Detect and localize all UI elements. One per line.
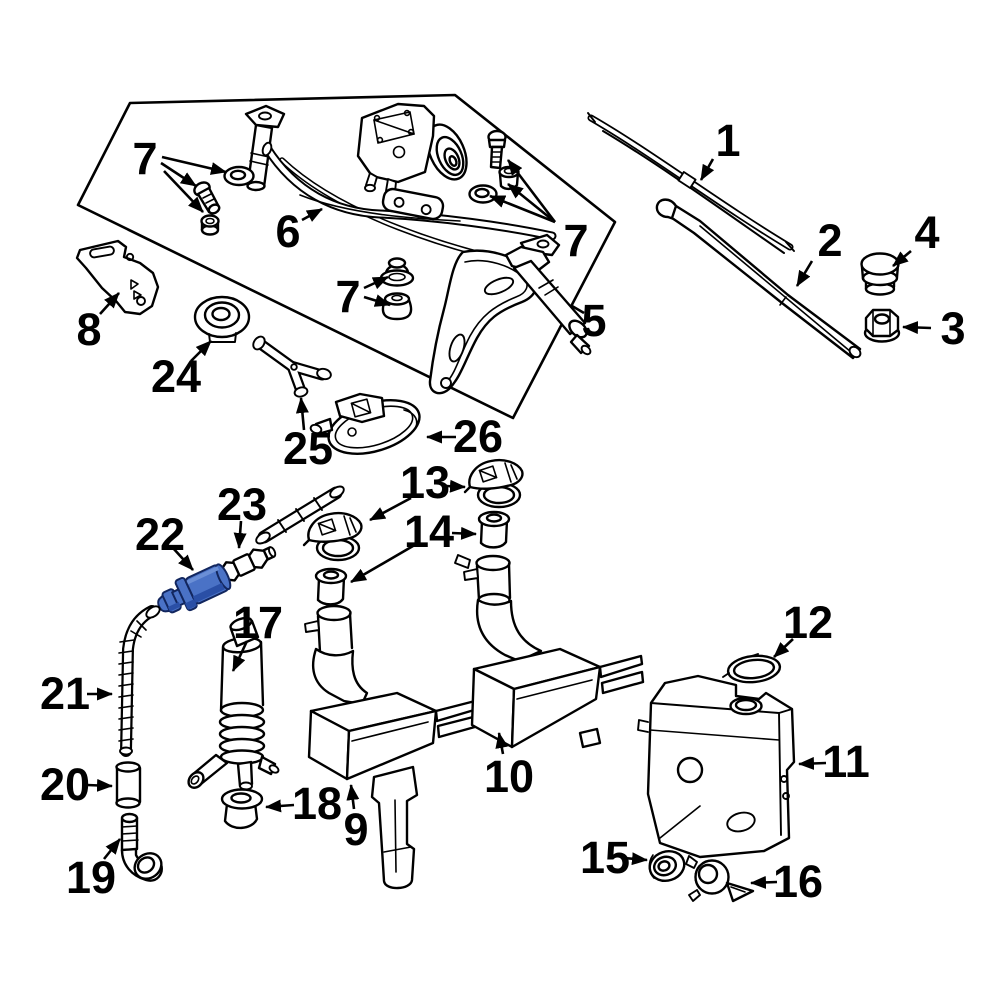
callout-arrow-23 <box>233 520 247 549</box>
callout-label-18: 18 <box>292 778 342 829</box>
callout-arrow-7 <box>363 275 389 290</box>
callout-arrow-13 <box>369 496 412 522</box>
washer-nozzle-right <box>463 458 524 509</box>
wiper-arm-cap <box>860 252 900 296</box>
callout-arrow-6 <box>301 207 323 222</box>
pivot-hardware-left <box>193 165 255 236</box>
tank-grommet <box>648 849 686 883</box>
callout-label-19: 19 <box>66 852 116 903</box>
callout-label-14: 14 <box>404 506 454 557</box>
callout-arrow-18 <box>265 799 295 813</box>
callout-label-12: 12 <box>783 597 833 648</box>
washer-nozzle-assembly <box>309 392 421 455</box>
callout-arrow-12 <box>773 638 794 658</box>
callout-arrow-3 <box>902 321 932 335</box>
callout-arrow-4 <box>892 250 912 267</box>
callout-arrow-1 <box>699 158 715 181</box>
callout-arrow-16 <box>750 875 778 889</box>
hose-tube <box>115 761 142 809</box>
hose-elbow <box>120 812 163 882</box>
callout-arrow-11 <box>798 756 827 770</box>
washer-reservoir-left <box>304 604 484 890</box>
callout-label-10: 10 <box>484 751 534 802</box>
wiper-linkage <box>261 141 557 270</box>
callout-label-6: 6 <box>275 206 300 257</box>
callout-label-4: 4 <box>914 207 939 258</box>
callout-label-7: 7 <box>335 271 360 322</box>
callout-arrow-14 <box>451 526 477 540</box>
callout-label-13: 13 <box>400 457 450 508</box>
callout-label-1: 1 <box>715 115 740 166</box>
callout-arrow-24 <box>190 340 212 362</box>
nozzle-grommet-left <box>314 567 348 606</box>
callout-label-7: 7 <box>132 133 157 184</box>
callout-label-16: 16 <box>773 856 823 907</box>
wiper-arm-nut <box>863 308 901 343</box>
callout-label-26: 26 <box>453 411 503 462</box>
callout-arrow-15 <box>623 852 648 866</box>
right-pivot-shaft <box>504 233 592 356</box>
callout-label-22: 22 <box>135 509 185 560</box>
callout-arrow-25 <box>295 397 309 431</box>
callout-arrow-13 <box>445 479 466 493</box>
hose-y-connector <box>252 335 332 398</box>
callout-label-15: 15 <box>580 832 630 883</box>
callout-label-25: 25 <box>283 423 333 474</box>
level-sensor <box>685 855 755 903</box>
check-valve-highlighted <box>157 563 232 614</box>
callout-label-23: 23 <box>217 479 267 530</box>
callout-arrow-20 <box>86 778 113 792</box>
left-pivot-shaft <box>244 104 286 192</box>
callout-label-3: 3 <box>940 303 965 354</box>
callout-label-9: 9 <box>343 804 368 855</box>
callout-label-20: 20 <box>40 759 90 810</box>
mounting-bracket-plate <box>428 249 538 395</box>
nozzle-grommet-right <box>477 510 511 549</box>
washer-reservoir-right <box>454 554 645 749</box>
callout-arrow-2 <box>795 260 814 287</box>
callout-arrow-7 <box>489 194 556 224</box>
callout-arrow-8 <box>99 292 120 315</box>
callout-label-5: 5 <box>581 295 606 346</box>
callout-arrow-9 <box>346 784 360 810</box>
callout-arrow-22 <box>172 547 194 571</box>
callout-arrow-5 <box>571 304 585 315</box>
callout-arrow-7 <box>506 159 557 223</box>
tank-seal-ring <box>722 653 782 684</box>
wiper-arm <box>655 198 862 360</box>
callout-arrow-19 <box>102 838 122 860</box>
washer-fluid-tank <box>637 674 796 859</box>
hose-segment <box>255 485 345 545</box>
callout-label-11: 11 <box>822 736 870 787</box>
wiper-blade <box>587 112 795 254</box>
callout-label-8: 8 <box>76 304 101 355</box>
callout-arrow-7 <box>163 170 204 213</box>
callout-label-24: 24 <box>151 351 201 402</box>
pump-grommet <box>220 788 264 830</box>
callout-arrow-14 <box>350 544 414 584</box>
callout-label-7: 7 <box>563 215 588 266</box>
callout-arrow-10 <box>495 732 509 755</box>
callout-arrow-7 <box>363 294 391 307</box>
callout-label-17: 17 <box>233 597 283 648</box>
mount-bracket <box>75 239 160 316</box>
callout-arrow-17 <box>231 640 249 672</box>
washer-hose <box>118 605 161 757</box>
wiper-motor <box>356 102 468 198</box>
pivot-grommet <box>193 295 251 343</box>
callout-arrow-7 <box>160 161 197 188</box>
callout-label-21: 21 <box>40 668 90 719</box>
callout-arrow-7 <box>161 155 227 175</box>
washer-nozzle-left <box>302 511 363 562</box>
callout-arrow-7 <box>507 182 556 224</box>
callout-label-2: 2 <box>817 215 842 266</box>
washer-pump <box>187 616 280 791</box>
